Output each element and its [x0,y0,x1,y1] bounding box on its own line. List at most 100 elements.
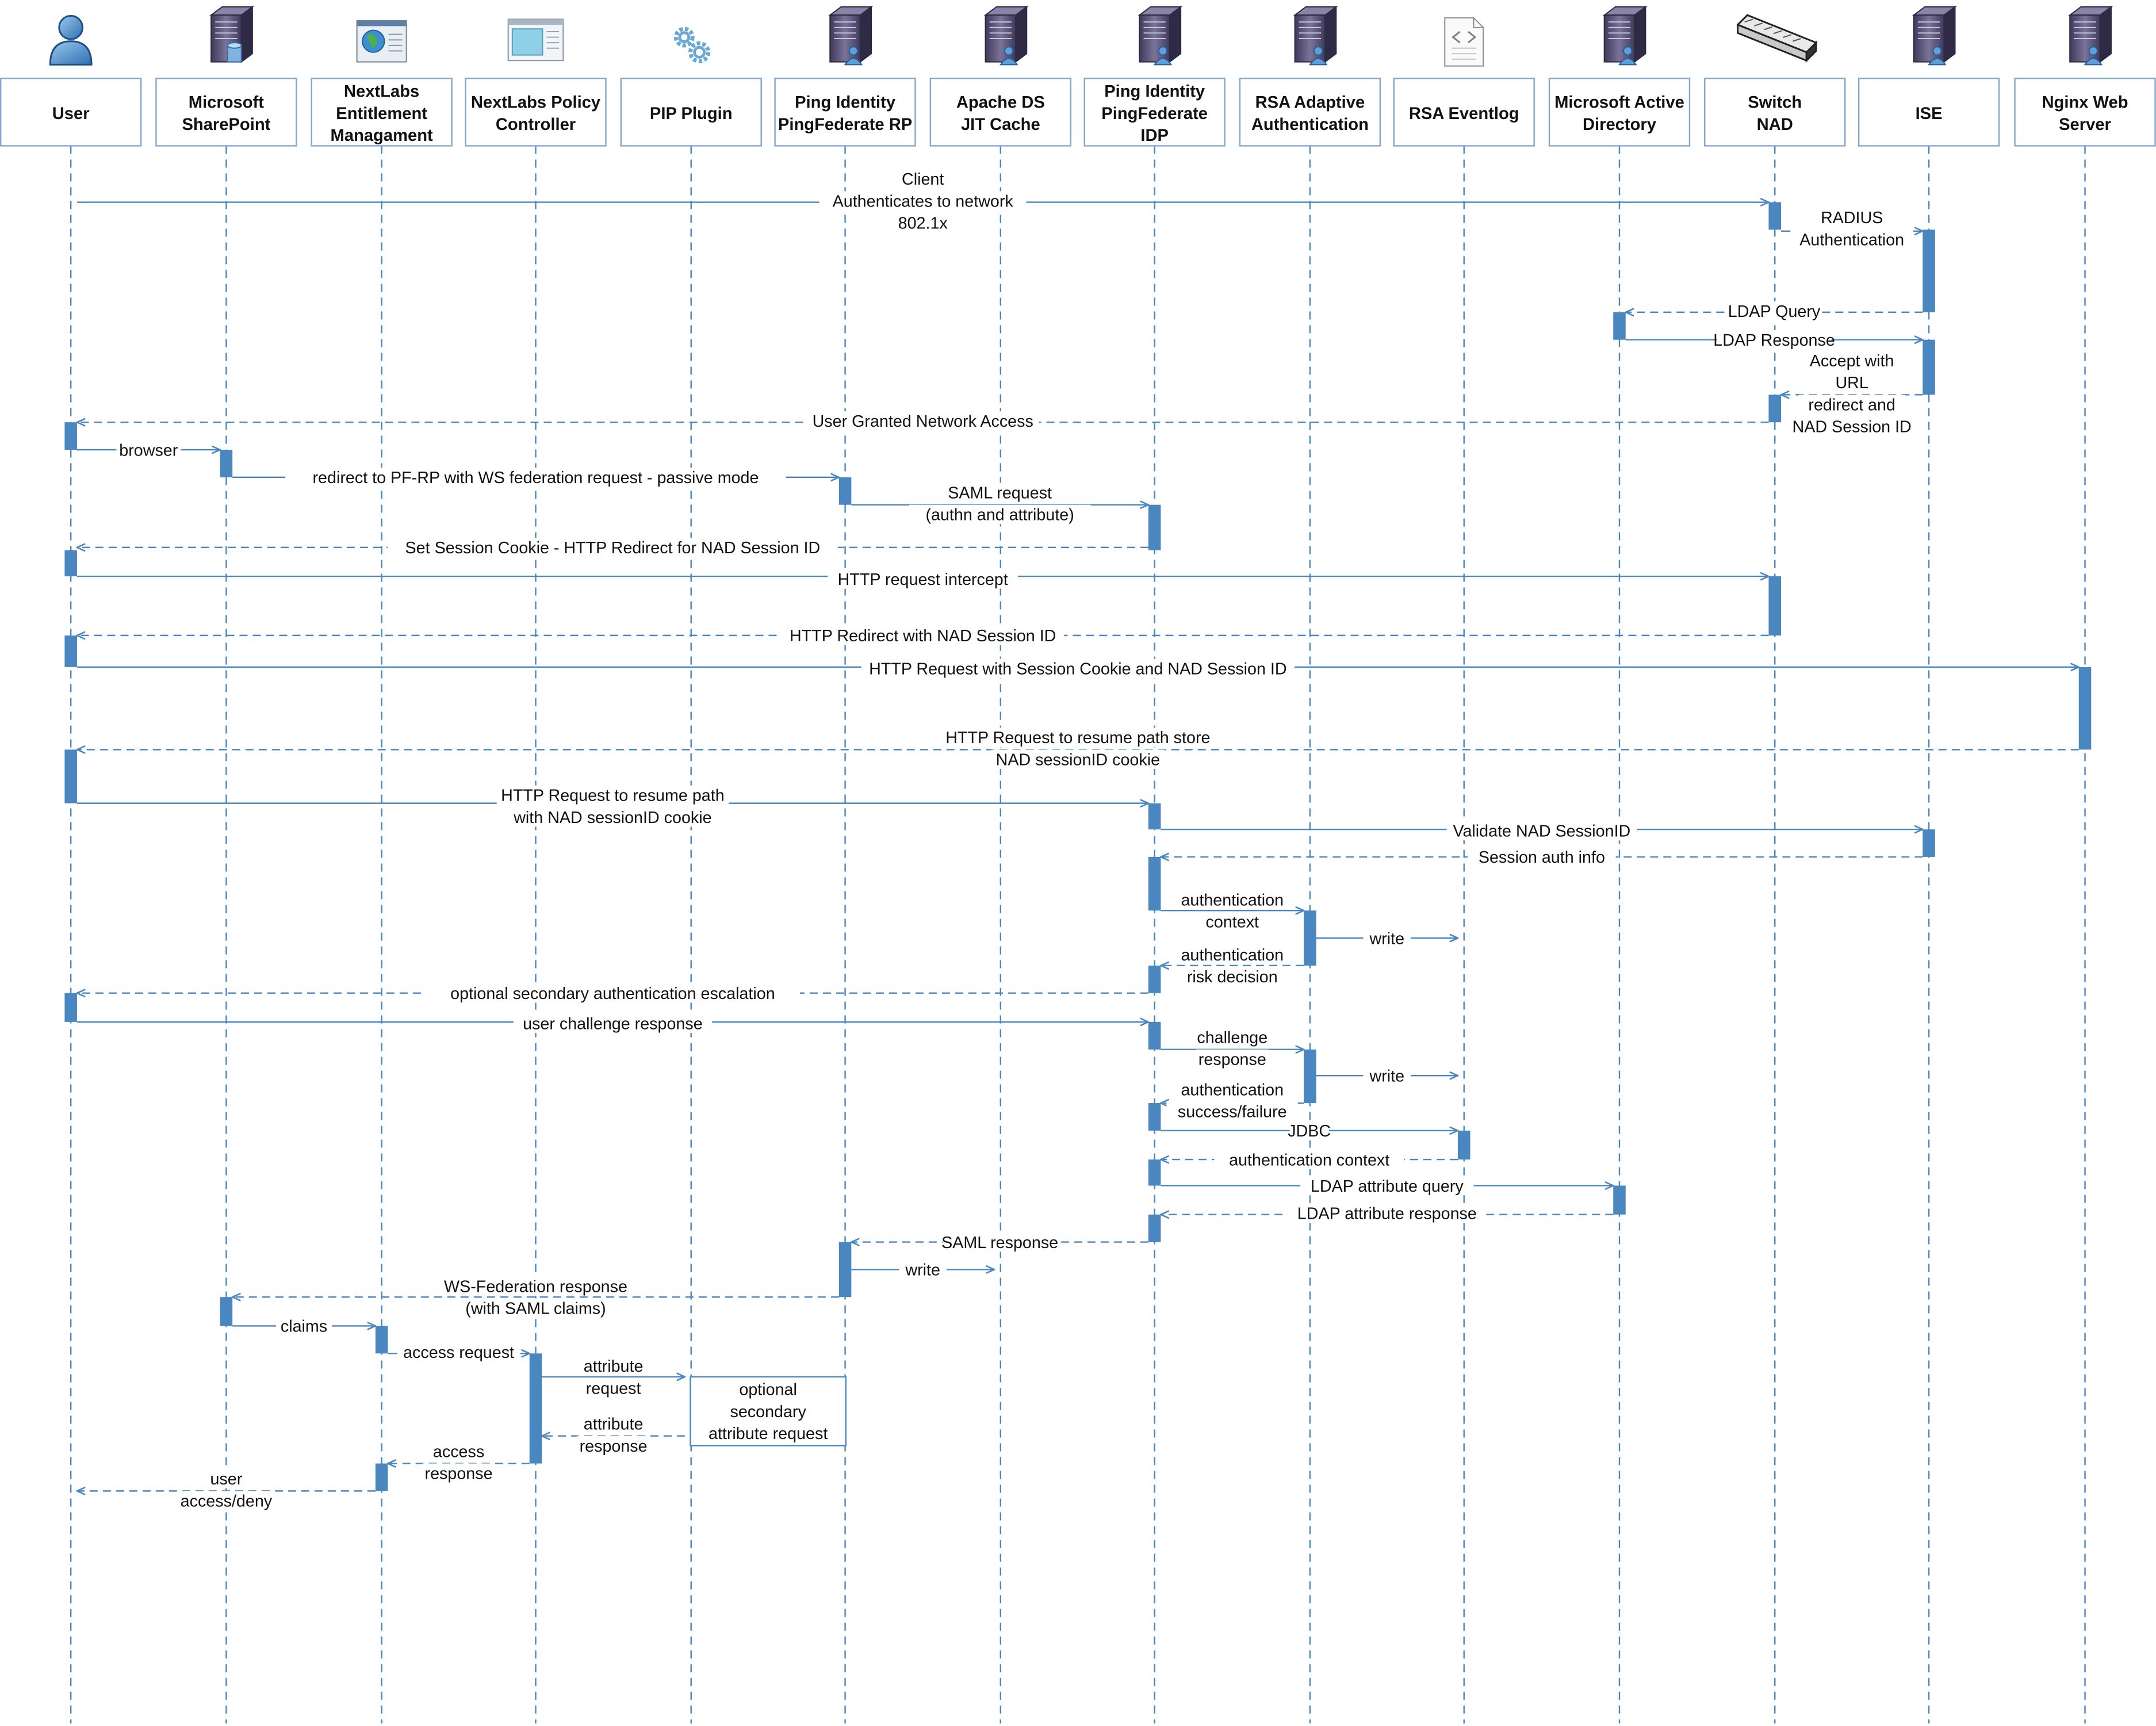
message-label: context [1206,913,1259,932]
window-icon [507,18,564,62]
message-label-bg [895,169,951,189]
server-db-icon [209,5,254,63]
message-label: Accept with [1810,352,1894,370]
message-label: SAML request [948,484,1052,502]
message-label: response [1198,1051,1266,1069]
message-label-bg [1289,1121,1329,1141]
message-label: attribute [584,1415,644,1433]
participant-box [311,78,453,147]
activation-bar [1613,1185,1626,1215]
message-label: authentication [1181,946,1284,965]
message-label: authentication [1181,1081,1284,1099]
activation-bar [1768,395,1781,423]
user-icon [49,15,93,66]
message-label-bg [275,1316,332,1336]
message-label-bg [1363,1066,1411,1085]
message-label-bg [828,569,1018,589]
message-arrow: User Granted Network Access [77,411,1769,431]
note-rect [690,1376,847,1446]
participant-label: IDP [1140,127,1169,145]
message-label: user challenge response [523,1015,703,1034]
participant-label: Server [2059,116,2111,134]
message-label-bg [581,1378,646,1398]
server-user-icon [1912,5,1957,66]
message-label-bg [819,191,1027,211]
message-label: claims [281,1318,327,1336]
message-arrow: authentication context [1161,890,1304,932]
activation-bar [64,635,77,667]
participant-label: Ping Identity [1104,83,1205,101]
activation-bar [375,1463,388,1491]
message-label-bg [513,1013,712,1034]
message-label-bg [1363,928,1411,948]
activation-bar [1304,910,1316,966]
activation-bar [1768,576,1781,636]
activation-bar [1613,312,1626,340]
participant-box [774,78,916,147]
message-arrow: optional secondary authentication escala… [77,983,1148,1003]
message-label: authentication [1181,891,1284,909]
participant-label: Microsoft [189,94,264,112]
message-label-bg [1166,1101,1298,1122]
message-label-bg [1717,330,1832,350]
message-arrow: user challenge response [76,1013,1148,1034]
activation-bar [1148,1159,1161,1186]
participant-label: ISE [1916,105,1943,123]
message-arrow: JDBC [1161,1121,1458,1141]
message-label-bg [806,411,1039,431]
message-arrow: access request [388,1342,529,1362]
message-label-bg [936,728,1219,747]
participant-pip: PIP Plugin [620,78,762,147]
activation-bar [1768,202,1781,230]
participant-box [1239,78,1381,147]
message-arrow: LDAP attribute query [1161,1176,1613,1196]
participant-box [1548,78,1691,147]
message-label-bg [1214,1150,1404,1169]
message-label: write [905,1261,940,1280]
message-label-bg [1288,1203,1487,1223]
message-arrow: LDAP attribute response [1161,1203,1614,1223]
message-label-bg [943,1232,1058,1252]
activation-bar [1148,504,1161,550]
message-label: Set Session Cookie - HTTP Redirect for N… [405,539,821,557]
message-label-bg [1300,1176,1474,1196]
note-label: optional [739,1381,797,1399]
note-label: secondary [730,1403,806,1421]
participant-label: SharePoint [182,116,270,134]
participant-label: Ping Identity [795,94,896,112]
message-label: (authn and attribute) [925,506,1074,525]
participant-ise: ISE [1858,78,2000,147]
participant-box [465,78,607,147]
message-arrow: redirect to PF-RP with WS federation req… [232,468,839,487]
message-label: browser [119,441,178,460]
participant-label: PingFederate [1101,105,1208,123]
message-arrow: LDAP Query [1626,301,1923,321]
message-arrow: Validate NAD SessionID [1161,821,1923,841]
message-label-bg [899,1260,947,1280]
message-label: challenge [1197,1028,1267,1047]
message-label-bg [1170,944,1294,965]
message-label-bg [116,440,181,460]
participant-box [1393,78,1535,147]
message-label-bg [1170,890,1294,909]
message-arrow: HTTP Request with Session Cookie and NAD… [76,659,2079,679]
activation-bar [1148,1214,1161,1242]
message-label: WS-Federation response [444,1277,627,1296]
activation-bar [220,1297,233,1326]
activation-bar [64,749,77,803]
message-label: LDAP Query [1728,303,1821,321]
message-label: access request [403,1344,514,1362]
message-label: with NAD sessionID cookie [513,809,711,827]
message-label: 802.1x [898,215,948,233]
activation-bar [1923,229,1935,312]
server-user-icon [983,5,1029,66]
